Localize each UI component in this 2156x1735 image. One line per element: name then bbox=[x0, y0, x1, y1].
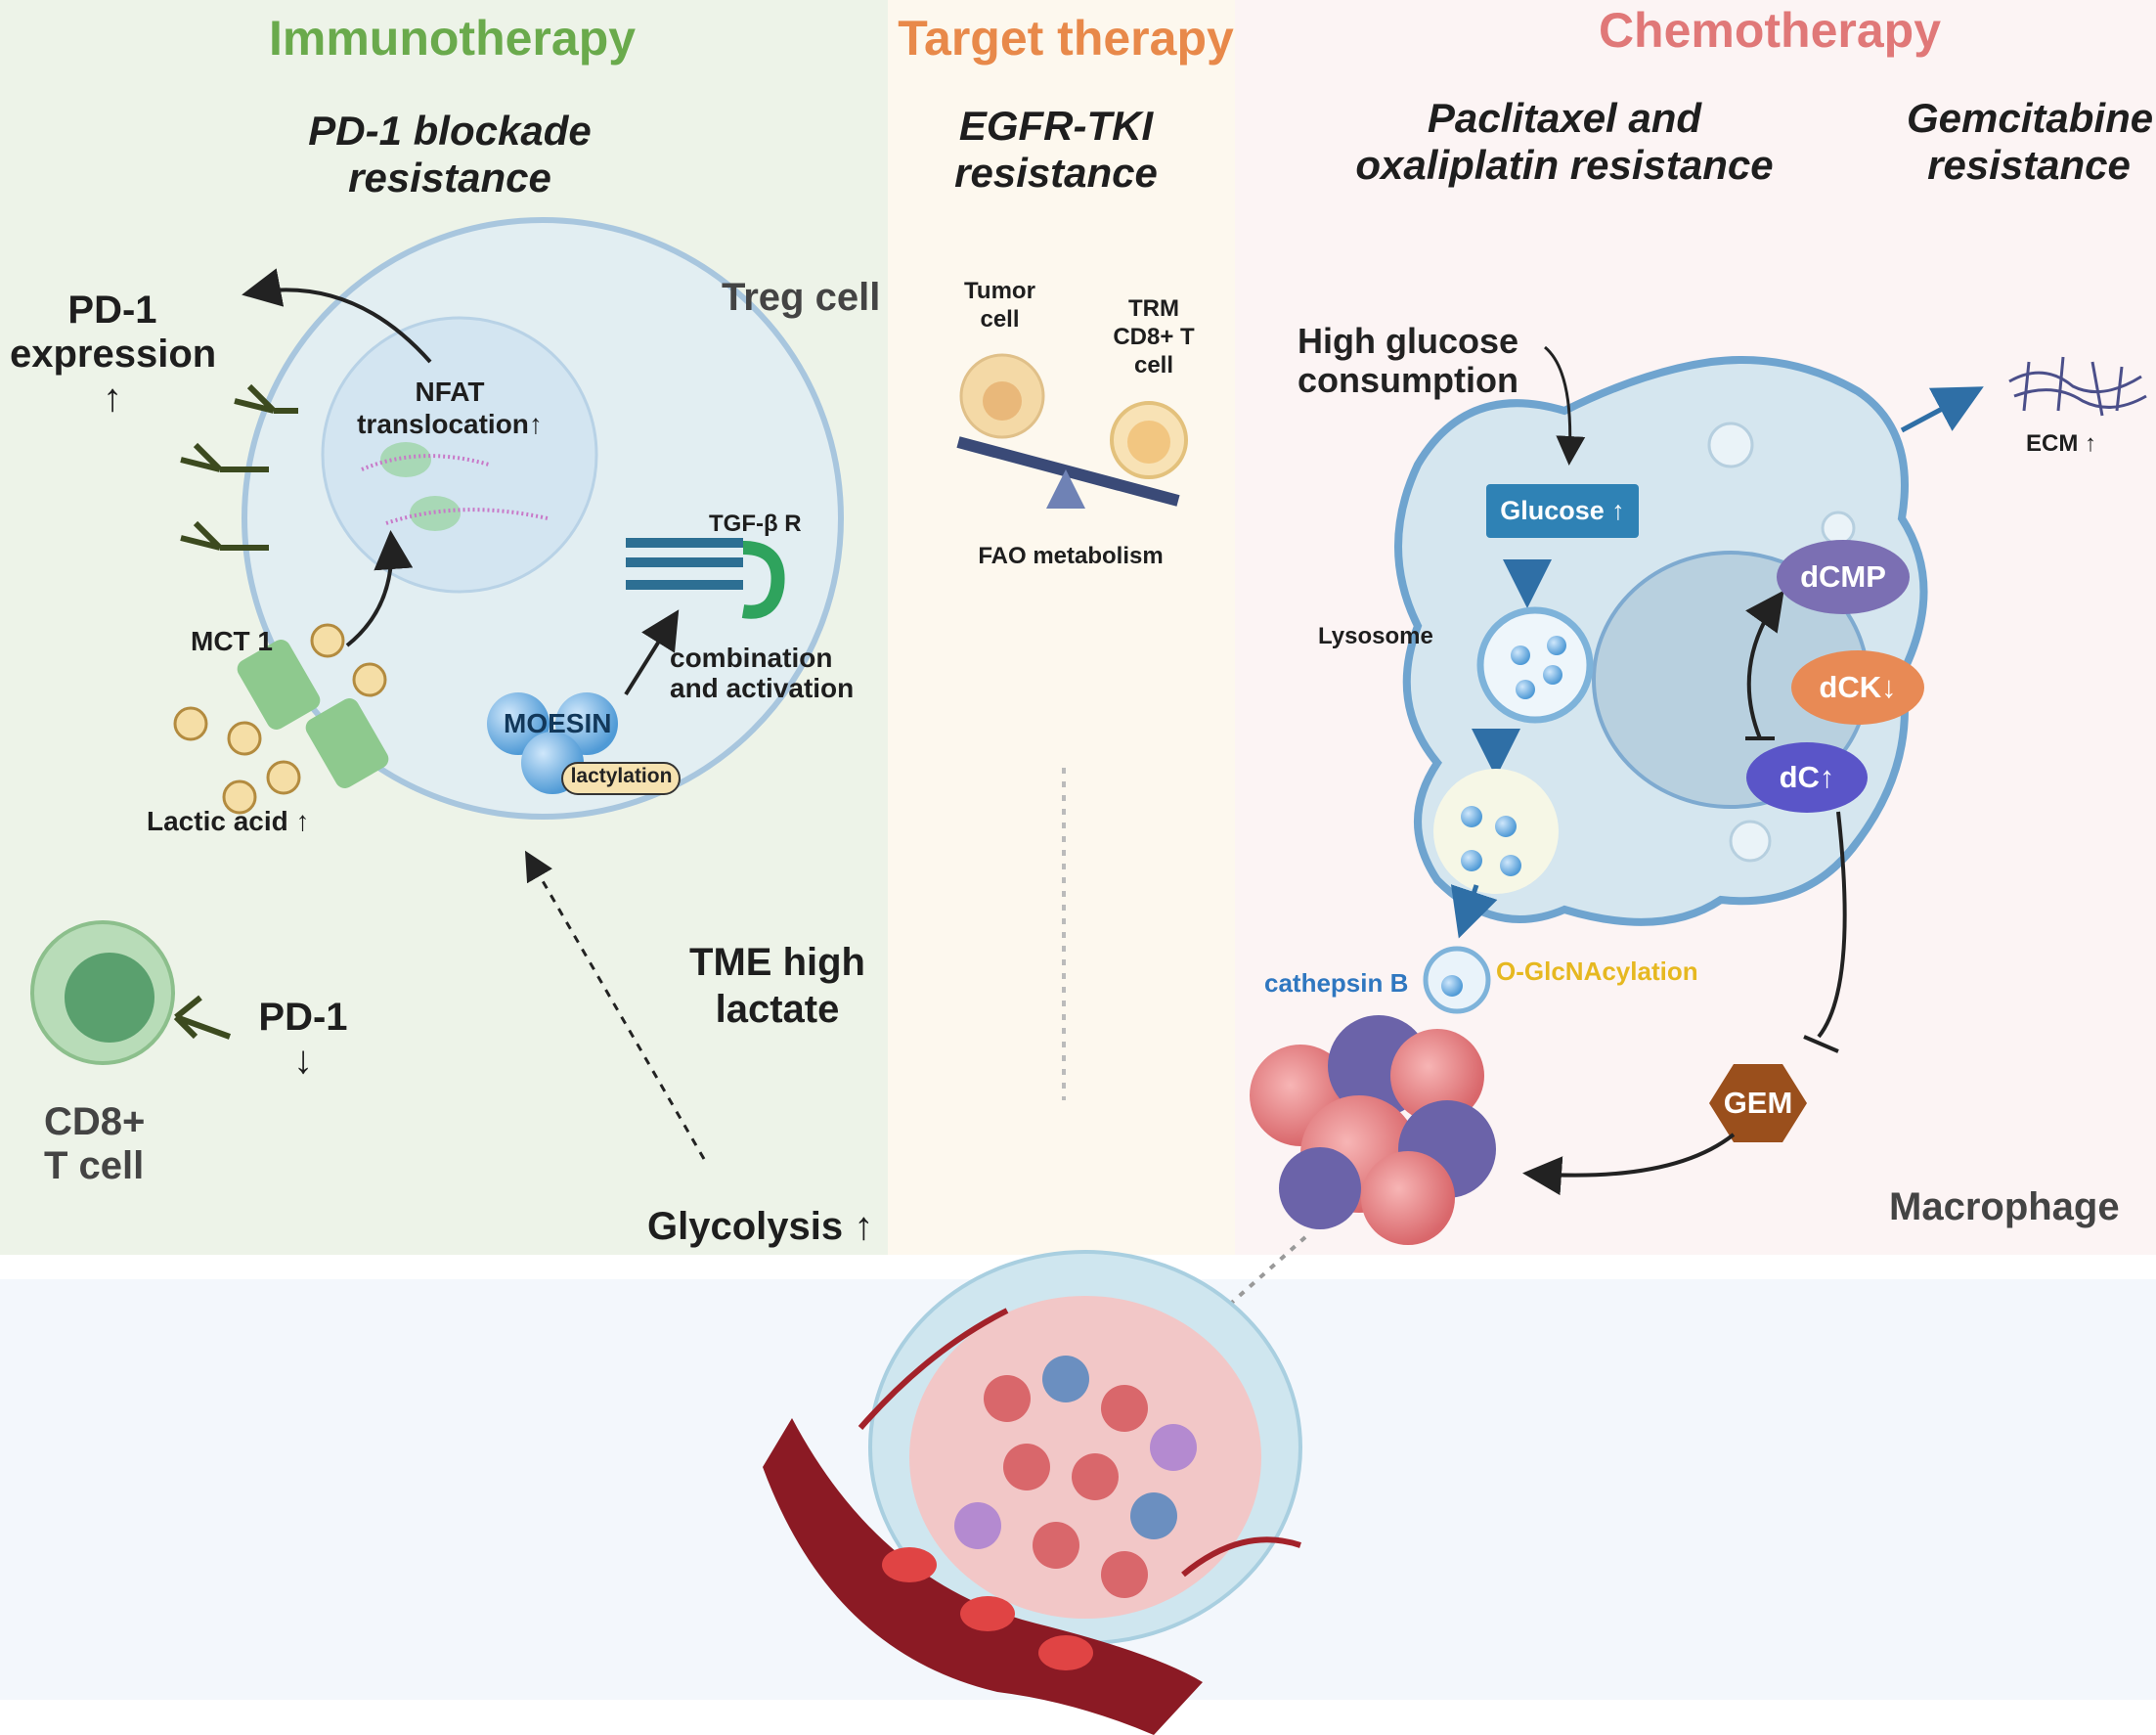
treg-cell bbox=[242, 217, 844, 820]
moesin-label: MOESIN bbox=[504, 708, 612, 738]
tumor-cell-label-2: cell bbox=[980, 306, 1020, 333]
dcmp-label: dCMP bbox=[1800, 559, 1886, 594]
gem-label: GEM bbox=[1723, 1086, 1793, 1120]
tumor-cluster bbox=[1250, 1015, 1496, 1245]
immunotherapy-title: Immunotherapy bbox=[269, 11, 637, 66]
tgf-beta-label: TGF-β R bbox=[709, 511, 802, 537]
ecm-fibers bbox=[2008, 356, 2147, 417]
tme-high-lactate-label-2: lactate bbox=[715, 988, 840, 1031]
dck-node bbox=[1791, 650, 1924, 725]
paclitaxel-subtitle-1: Paclitaxel and bbox=[1427, 95, 1702, 141]
pd1-blockade-subtitle-1: PD-1 blockade bbox=[308, 108, 592, 154]
cd8-t-cell-label-1: CD8+ bbox=[44, 1100, 146, 1143]
target-therapy-title: Target therapy bbox=[898, 11, 1234, 66]
dck-label: dCK↓ bbox=[1819, 670, 1897, 704]
tgf-beta-receptor bbox=[626, 538, 785, 619]
pd1-expression-label-1: PD-1 bbox=[67, 289, 157, 332]
pd1-low-label-2: ↓ bbox=[293, 1039, 313, 1082]
nfat-label-1: NFAT bbox=[415, 377, 485, 407]
ecm-arrow bbox=[1900, 386, 1984, 433]
dcmp-node bbox=[1777, 540, 1910, 614]
lactic-acid-label: Lactic acid ↑ bbox=[147, 806, 310, 836]
treg-cell-label: Treg cell bbox=[722, 276, 881, 319]
combination-label-1: combination bbox=[670, 643, 833, 673]
glycolysis-arrow bbox=[524, 850, 706, 1160]
egfr-tki-subtitle-1: EGFR-TKI bbox=[958, 103, 1154, 149]
egfr-tki-subtitle-2: resistance bbox=[954, 150, 1158, 196]
vesicle bbox=[1433, 769, 1559, 894]
ecm-label: ECM ↑ bbox=[2026, 430, 2096, 457]
nfat-arrow bbox=[242, 268, 432, 364]
lysosome bbox=[1476, 606, 1594, 724]
pd1-expression-label-3: ↑ bbox=[103, 377, 122, 420]
macrophage-label: Macrophage bbox=[1889, 1185, 2120, 1228]
blood-vessel bbox=[763, 1308, 1301, 1735]
lysosome-label: Lysosome bbox=[1318, 623, 1433, 649]
tme-high-lactate-label-1: TME high bbox=[689, 941, 865, 984]
trm-label-3: cell bbox=[1133, 352, 1174, 378]
dc-inhibit-gem-line bbox=[1817, 811, 1847, 1039]
lactylation-label: lactylation bbox=[570, 765, 673, 787]
high-glucose-label-2: consumption bbox=[1298, 360, 1518, 400]
o-glcnacylation-label: O-GlcNAcylation bbox=[1496, 956, 1698, 986]
cd8-t-cell bbox=[30, 920, 232, 1065]
mct1-transporter bbox=[237, 640, 389, 788]
high-glucose-label-1: High glucose bbox=[1298, 321, 1519, 361]
pd1-expression-label-2: expression bbox=[10, 333, 217, 376]
target-therapy-panel bbox=[888, 0, 1235, 1255]
pd1-blockade-subtitle-2: resistance bbox=[348, 155, 551, 200]
glycolysis-label: Glycolysis ↑ bbox=[647, 1205, 874, 1248]
pd1-low-label-1: PD-1 bbox=[258, 996, 348, 1039]
chemotherapy-title: Chemotherapy bbox=[1598, 3, 1942, 58]
tumor-cell-label-1: Tumor bbox=[964, 278, 1035, 304]
moesin-cluster bbox=[487, 692, 681, 795]
gemcitabine-subtitle-1: Gemcitabine bbox=[1907, 95, 2154, 141]
dc-label: dC↑ bbox=[1779, 760, 1835, 794]
dc-node bbox=[1746, 742, 1868, 813]
glucose-label: Glucose ↑ bbox=[1500, 496, 1625, 525]
cathepsin-b-label: cathepsin B bbox=[1264, 968, 1409, 998]
cd8-t-cell-label-2: T cell bbox=[44, 1144, 145, 1187]
dc-to-dcmp-arrow bbox=[1745, 590, 1784, 739]
mct1-label: MCT 1 bbox=[191, 626, 273, 656]
fao-metabolism-label: FAO metabolism bbox=[978, 543, 1164, 569]
moesin-arrow bbox=[624, 609, 680, 696]
tfao-balance bbox=[956, 353, 1188, 509]
glucose-arrow bbox=[1544, 345, 1586, 466]
tumor-microenvironment bbox=[868, 1250, 1302, 1645]
glucose-box bbox=[1486, 484, 1639, 538]
lactic-acid-molecules bbox=[173, 623, 387, 815]
gemcitabine-subtitle-2: resistance bbox=[1927, 142, 2131, 188]
lactate-uptake-arrow bbox=[345, 530, 414, 647]
paclitaxel-subtitle-2: oxaliplatin resistance bbox=[1355, 142, 1774, 188]
pd1-receptors bbox=[180, 383, 298, 551]
trm-label-1: TRM bbox=[1128, 295, 1179, 322]
combination-label-2: and activation bbox=[670, 673, 855, 703]
trm-label-2: CD8+ T bbox=[1113, 324, 1195, 350]
gem-hexagon bbox=[1709, 1064, 1807, 1142]
nfat-label-2: translocation↑ bbox=[357, 409, 543, 439]
gem-arrow bbox=[1522, 1133, 1736, 1196]
